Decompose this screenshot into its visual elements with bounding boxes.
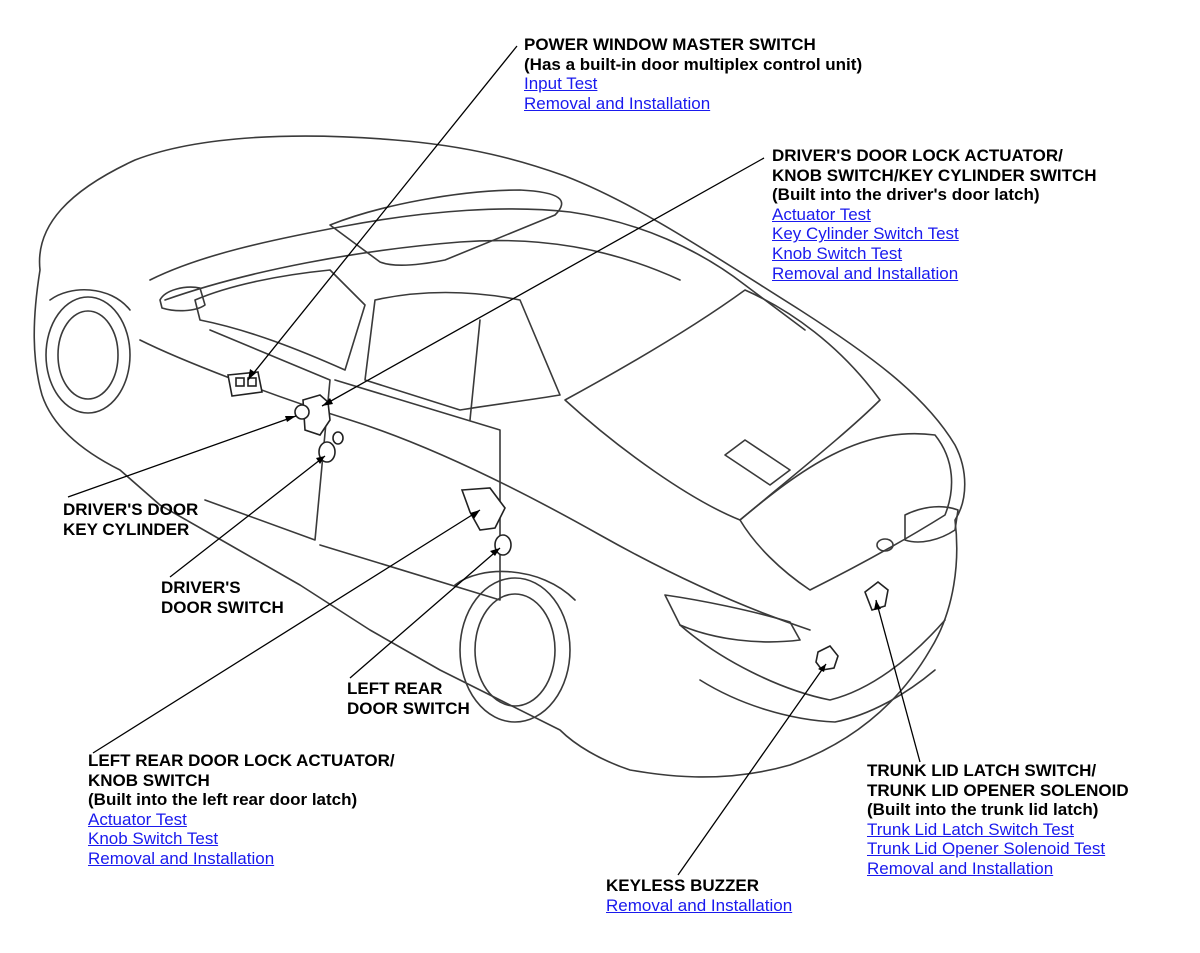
drivers-door-lock-actuator-title-1: DRIVER'S DOOR LOCK ACTUATOR/ — [772, 146, 1063, 165]
car-front-side-window — [194, 269, 366, 371]
power-window-master-switch-title: POWER WINDOW MASTER SWITCH — [524, 35, 816, 54]
car-rear-window — [564, 289, 881, 521]
left-rear-door-lock-actuator-title-1: LEFT REAR DOOR LOCK ACTUATOR/ — [88, 751, 395, 770]
label-drivers-door-switch: DRIVER'S DOOR SWITCH — [161, 578, 284, 617]
trunk-lid-latch-switch-test-link[interactable]: Trunk Lid Latch Switch Test — [867, 819, 1074, 839]
drivers-knob-switch-test-link[interactable]: Knob Switch Test — [772, 243, 903, 263]
drivers-door-lock-actuator-title-2: KNOB SWITCH/KEY CYLINDER SWITCH — [772, 165, 1097, 185]
drivers-door-lock-removal-installation-link[interactable]: Removal and Installation — [772, 263, 959, 283]
car-rear-bumper — [679, 619, 946, 701]
left-rear-door-switch-part — [494, 534, 512, 556]
power-window-removal-installation-link[interactable]: Removal and Installation — [524, 93, 711, 113]
left-rear-actuator-test-link[interactable]: Actuator Test — [88, 809, 187, 829]
car-front-door — [204, 329, 331, 541]
car-tail-light-right — [904, 505, 959, 543]
leader-trunk-lid-latch — [875, 599, 921, 763]
car-rear-side-window — [364, 291, 561, 411]
trunk-lid-latch-title-2: TRUNK LID OPENER SOLENOID — [867, 780, 1129, 800]
left-rear-knob-switch-test-link[interactable]: Knob Switch Test — [88, 829, 219, 849]
trunk-lid-removal-installation-link[interactable]: Removal and Installation — [867, 858, 1054, 878]
drivers-door-switch-line-1: DRIVER'S — [161, 578, 241, 597]
leader-power-window-master — [247, 45, 518, 381]
car-side-mirror — [159, 286, 206, 312]
callout-power-window-master-switch: POWER WINDOW MASTER SWITCH (Has a built-… — [524, 35, 862, 113]
input-test-link[interactable]: Input Test — [524, 74, 598, 94]
callout-drivers-door-lock-actuator: DRIVER'S DOOR LOCK ACTUATOR/ KNOB SWITCH… — [772, 146, 1097, 283]
power-window-master-switch-part — [227, 371, 263, 397]
car-sunroof — [329, 189, 563, 267]
leader-drivers-door-switch — [169, 455, 326, 578]
label-drivers-door-key-cylinder: DRIVER'S DOOR KEY CYLINDER — [63, 500, 198, 539]
trunk-lid-latch-note: (Built into the trunk lid latch) — [867, 800, 1099, 820]
leader-drivers-door-lock-actuator — [321, 157, 765, 407]
left-rear-door-lock-actuator-title-2: KNOB SWITCH — [88, 770, 210, 790]
power-window-master-switch-note: (Has a built-in door multiplex control u… — [524, 54, 863, 74]
left-rear-removal-installation-link[interactable]: Removal and Installation — [88, 848, 275, 868]
car-trunk-lid — [739, 432, 953, 591]
callout-keyless-buzzer: KEYLESS BUZZER Removal and Installation — [606, 876, 792, 915]
left-rear-door-switch-line-2: DOOR SWITCH — [347, 698, 470, 718]
trunk-lid-opener-solenoid-test-link[interactable]: Trunk Lid Opener Solenoid Test — [867, 839, 1106, 859]
drivers-actuator-test-link[interactable]: Actuator Test — [772, 204, 871, 224]
car-body-outline — [33, 135, 966, 778]
car-front-wheel — [45, 296, 131, 414]
keyless-buzzer-removal-installation-link[interactable]: Removal and Installation — [606, 895, 793, 915]
leader-left-rear-door-switch — [349, 547, 501, 679]
key-cylinder-switch-test-link[interactable]: Key Cylinder Switch Test — [772, 224, 959, 244]
drivers-door-switch-line-2: DOOR SWITCH — [161, 597, 284, 617]
drivers-door-lock-actuator-note: (Built into the driver's door latch) — [772, 185, 1040, 205]
drivers-door-key-cylinder-line-1: DRIVER'S DOOR — [63, 500, 199, 519]
trunk-lid-latch-title-1: TRUNK LID LATCH SWITCH/ — [867, 761, 1097, 780]
left-rear-door-lock-actuator-part — [460, 487, 506, 531]
car-roof — [149, 208, 806, 331]
callout-trunk-lid-latch: TRUNK LID LATCH SWITCH/ TRUNK LID OPENER… — [867, 761, 1129, 879]
label-left-rear-door-switch: LEFT REAR DOOR SWITCH — [347, 679, 470, 718]
keyless-buzzer-title: KEYLESS BUZZER — [606, 876, 760, 895]
trunk-lid-latch-part — [864, 580, 889, 611]
drivers-door-key-cylinder-line-2: KEY CYLINDER — [63, 519, 190, 539]
leader-left-rear-door-lock-actuator — [92, 509, 481, 754]
callout-left-rear-door-lock-actuator: LEFT REAR DOOR LOCK ACTUATOR/ KNOB SWITC… — [88, 751, 395, 869]
car-tail-light-left — [664, 594, 801, 643]
leader-keyless-buzzer — [677, 663, 827, 876]
car-rear-wheel — [459, 577, 571, 723]
keyless-buzzer-part — [815, 644, 839, 671]
left-rear-door-switch-line-1: LEFT REAR — [347, 679, 443, 698]
leader-drivers-door-key-cylinder — [67, 415, 297, 498]
left-rear-door-lock-actuator-note: (Built into the left rear door latch) — [88, 790, 358, 810]
